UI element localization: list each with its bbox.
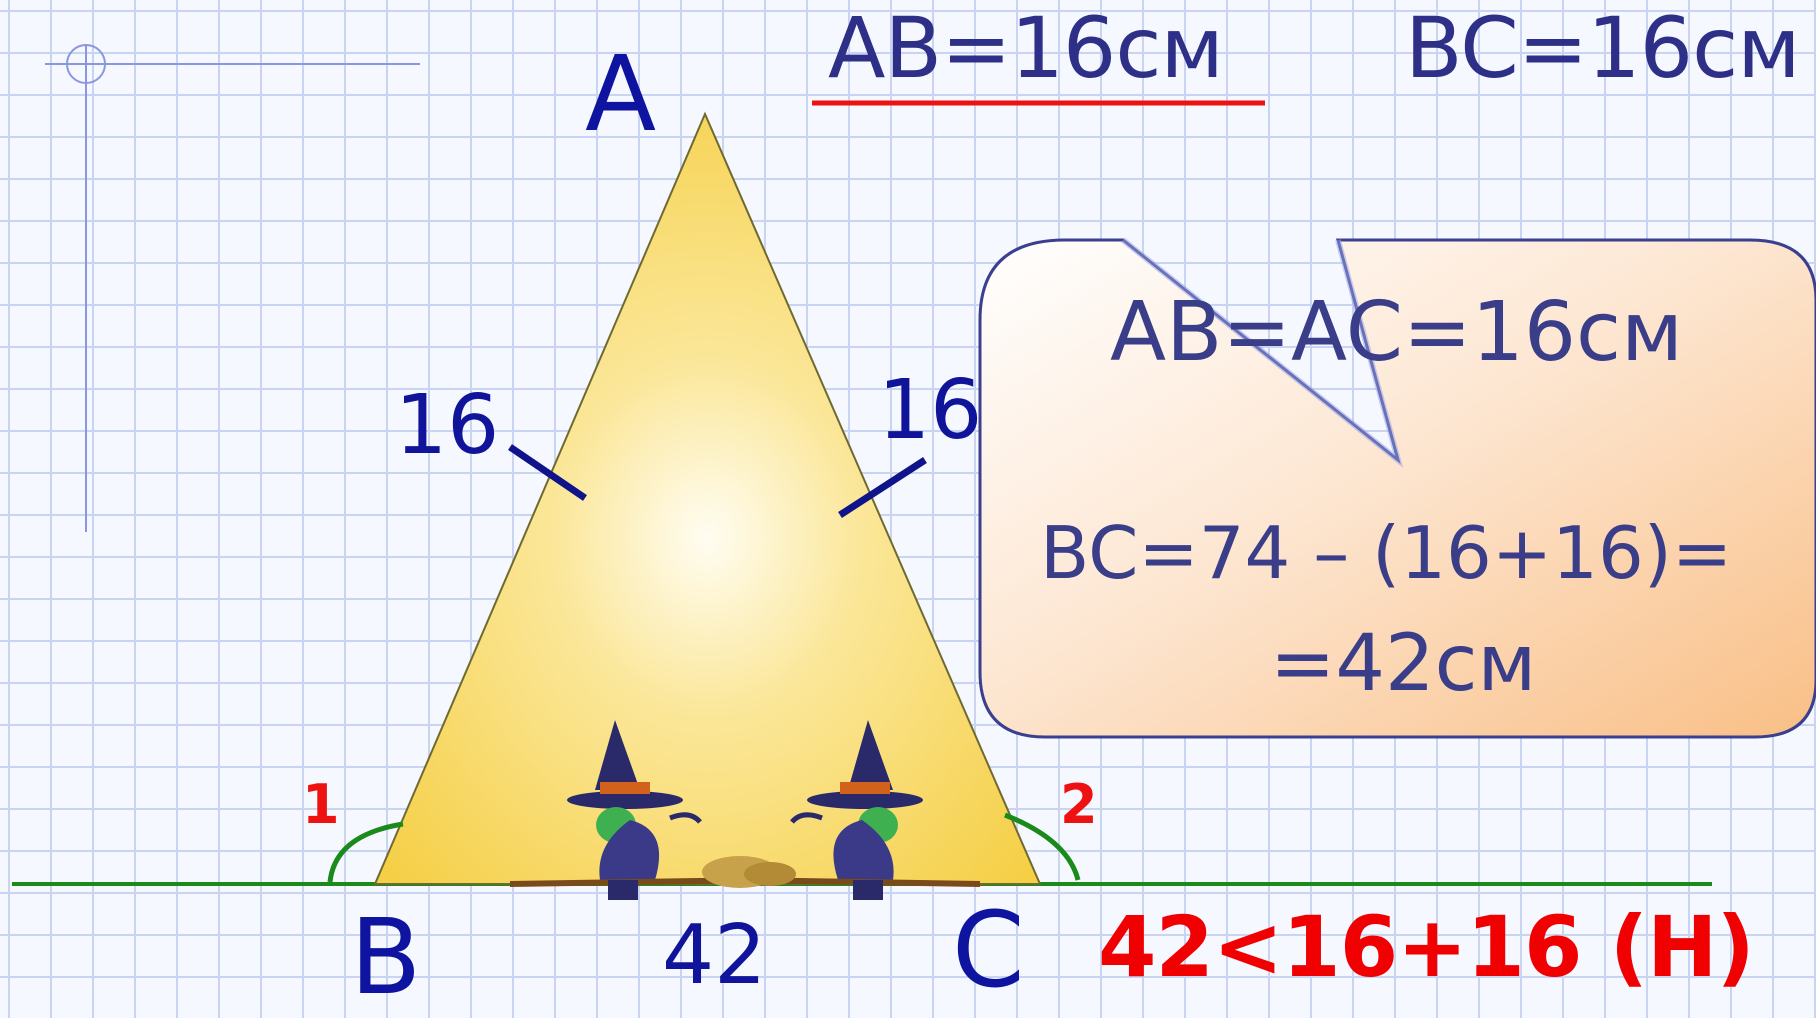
corner-rule-circle [66, 44, 106, 84]
inequality-result: 42<16+16 (H) [1098, 898, 1755, 996]
tick-mark-ac [838, 457, 927, 518]
equation-ab: AB=16см [828, 0, 1224, 97]
angle-label-1: 1 [302, 773, 340, 836]
side-label-ac: 16 [878, 363, 983, 458]
callout-line-3: =42см [1270, 619, 1537, 709]
angle-label-2: 2 [1060, 773, 1098, 836]
vertex-label-c: C [952, 889, 1025, 1011]
vertex-label-b: B [350, 896, 422, 1018]
broom-bundle-icon [702, 856, 796, 888]
tick-mark-ab [508, 444, 587, 501]
callout-line-1: AB=AC=16см [1110, 285, 1683, 380]
vertex-label-a: A [585, 33, 657, 155]
callout-line-2: BC=74 – (16+16)= [1040, 511, 1733, 595]
side-label-ab: 16 [395, 378, 500, 473]
equation-bc: BC=16см [1405, 0, 1801, 97]
triangle-abc [373, 111, 1042, 885]
witch-right-icon [739, 720, 981, 900]
angle-arc-2 [1004, 812, 1081, 881]
side-label-bc: 42 [662, 908, 767, 1003]
angle-arc-1 [327, 821, 404, 883]
callout-box [978, 238, 1816, 739]
callout-tail-shadow [1121, 237, 1404, 469]
witch-left-icon [509, 720, 761, 900]
